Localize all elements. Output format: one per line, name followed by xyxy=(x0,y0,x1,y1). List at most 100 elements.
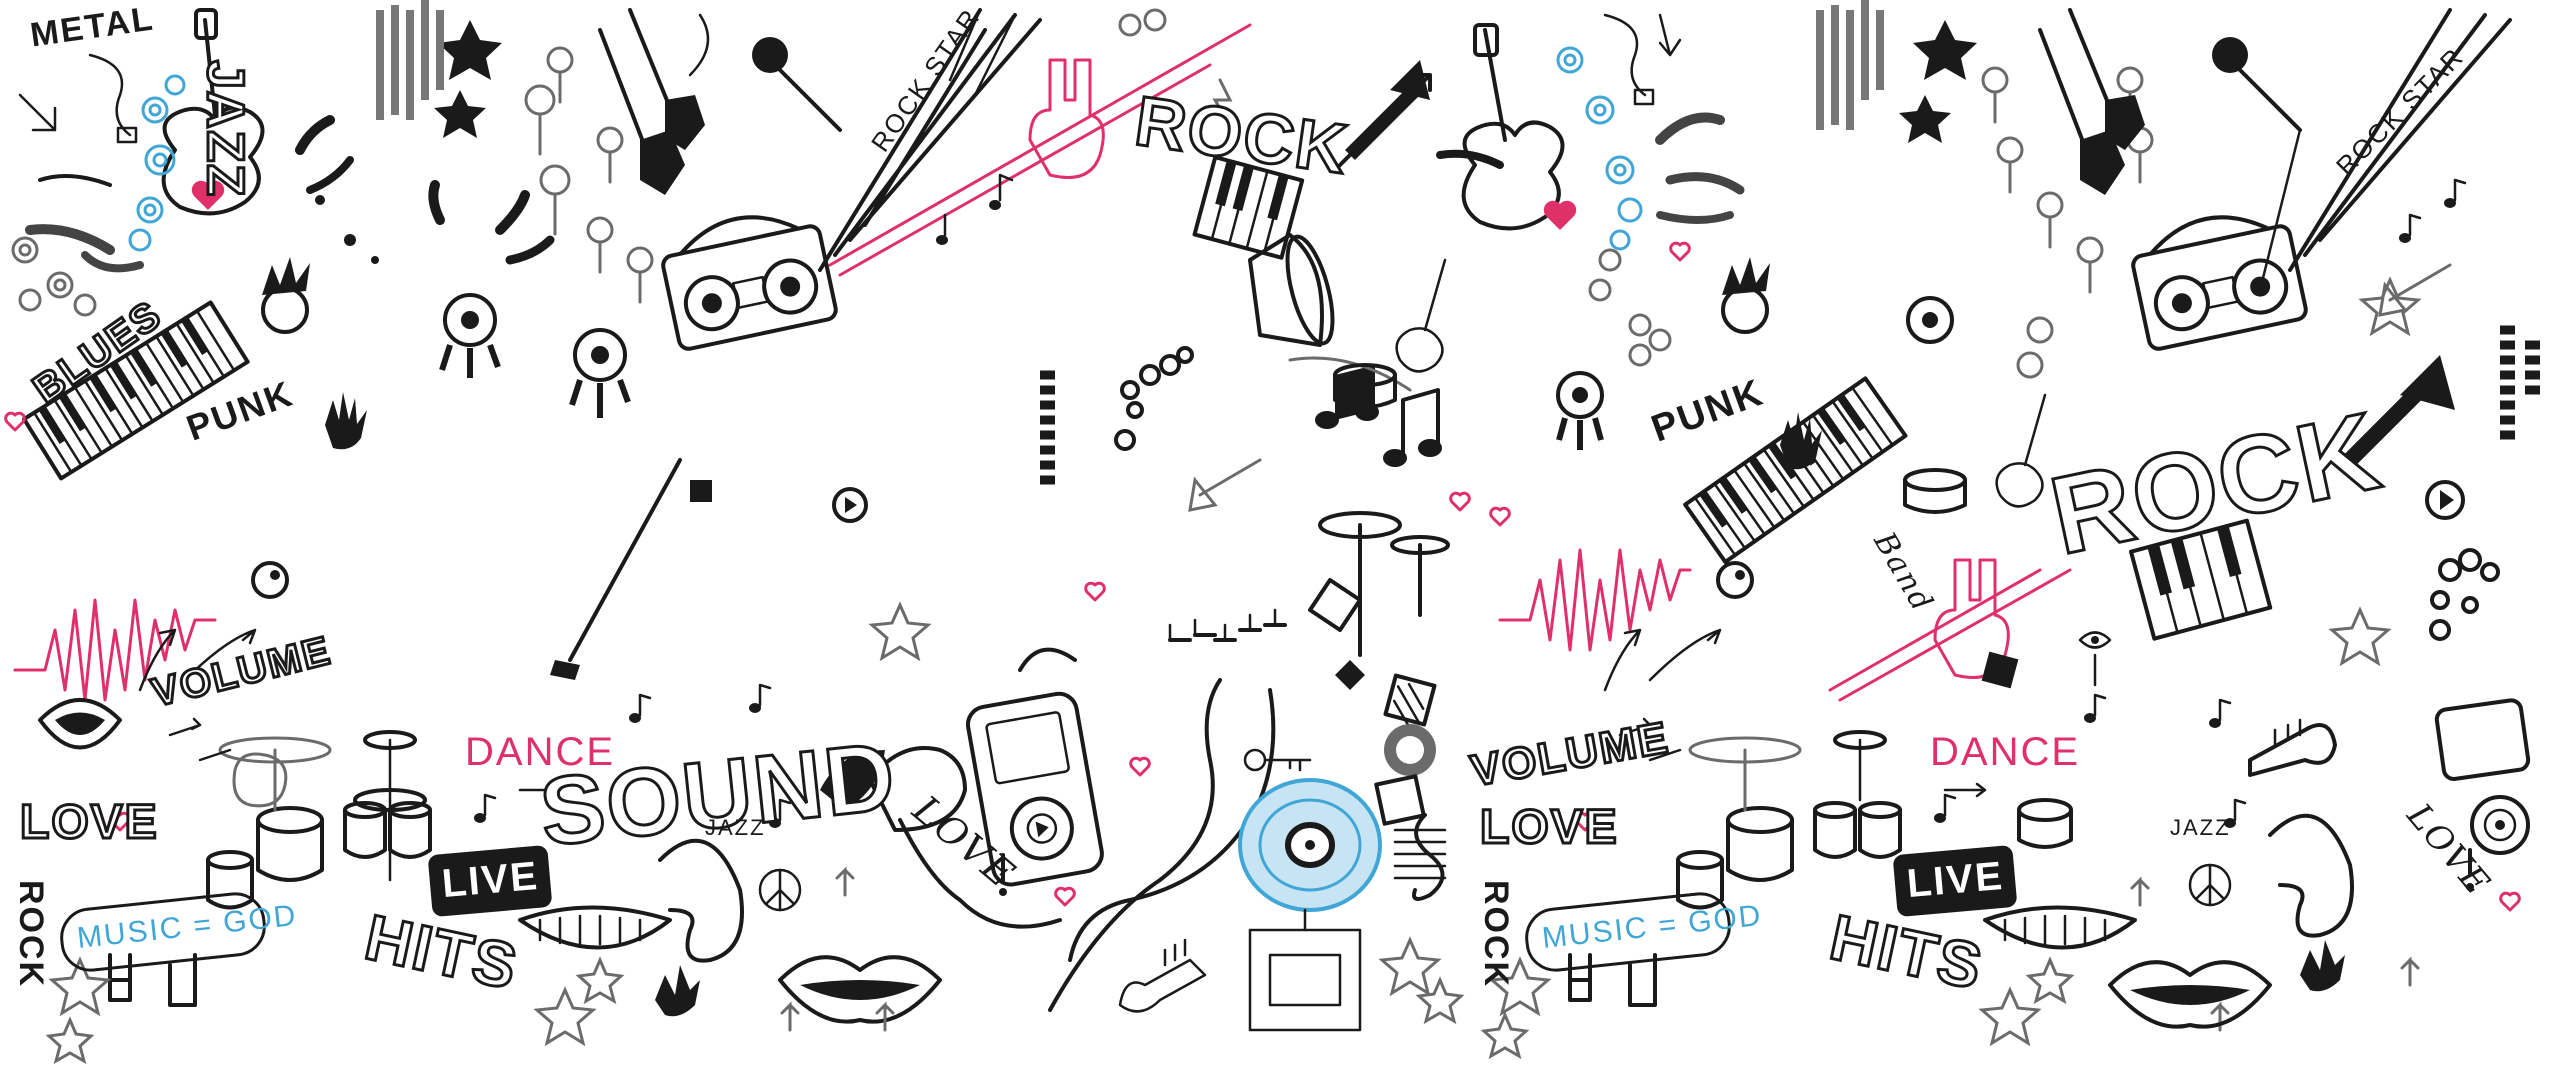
level-meter-icon xyxy=(2500,325,2540,440)
heart-icon xyxy=(4,411,1511,907)
punk-head-icon xyxy=(1721,257,1770,334)
ear-icon xyxy=(658,838,744,963)
ear-icon xyxy=(2268,813,2354,938)
piano-keyboard-icon xyxy=(2129,518,2273,641)
label-jazz-small: JAZZ xyxy=(705,815,766,840)
drum-kit-icon xyxy=(1903,468,1967,514)
eye-splat-icon xyxy=(439,293,631,418)
saxophone-icon xyxy=(820,608,1287,1012)
patterned-squares xyxy=(1374,673,1437,826)
arrow-icon xyxy=(168,717,895,1032)
grin-icon xyxy=(1983,905,2137,950)
laser-lines xyxy=(828,23,1252,277)
trumpet-icon xyxy=(1118,938,1207,1013)
microphone-icon xyxy=(688,13,842,132)
square-mark xyxy=(690,480,712,502)
boombox-icon xyxy=(661,215,838,351)
arrow-icon xyxy=(18,93,57,132)
key-icon xyxy=(1243,748,1312,772)
label-dance-right: DANCE xyxy=(1930,730,2081,774)
vinyl-record-icon xyxy=(1238,778,1382,912)
drum-kit-icon xyxy=(1333,363,1397,409)
light-beams xyxy=(2288,8,2512,272)
label-live: LIVE xyxy=(440,853,541,907)
heartbeat-line xyxy=(13,598,217,702)
hand-icon xyxy=(1780,412,1822,470)
piano-keyboard-icon xyxy=(1192,155,1305,260)
treble-clef-icon xyxy=(1393,813,1447,901)
microphone-icon xyxy=(2212,37,2302,292)
heartbeat-line xyxy=(1498,548,1692,652)
label-jazz: JAZZ xyxy=(195,59,256,200)
label-jazz-small-right: JAZZ xyxy=(2170,815,2231,840)
live-badge: LIVE xyxy=(427,844,553,918)
vinyl-record-icon xyxy=(2470,795,2530,855)
splash-strokes xyxy=(1436,112,1745,224)
swirl-icon xyxy=(128,74,186,252)
play-icon xyxy=(2425,480,2465,520)
lips-icon xyxy=(38,698,122,750)
eye-splat-icon xyxy=(2078,631,2112,687)
rock-hand-icon xyxy=(655,965,700,1017)
speaker-bars xyxy=(376,0,444,120)
exclaim-mark xyxy=(2466,848,2474,891)
music-note-icon xyxy=(1934,178,2467,828)
star-icon xyxy=(45,20,1465,1065)
label-dance: DANCE xyxy=(465,730,616,774)
splash-strokes xyxy=(25,115,354,273)
arrow-icon xyxy=(2334,355,2455,476)
swirl-icon xyxy=(1556,46,1643,251)
electric-guitar-icon xyxy=(161,8,265,216)
exclaim-mark xyxy=(999,853,1007,896)
electric-guitar-icon xyxy=(1188,458,1262,512)
peace-sign-icon xyxy=(2188,863,2232,907)
arrow-icon xyxy=(1333,60,1432,172)
rock-hand-icon xyxy=(1568,940,2345,1007)
arrow-icon xyxy=(1603,628,2420,1032)
lips-icon xyxy=(778,955,942,1024)
headphones-icon xyxy=(1118,8,1167,37)
rock-hand-icon xyxy=(1028,58,1105,179)
label-rock-vertical: ROCK xyxy=(12,880,50,989)
electric-guitar-icon xyxy=(2378,263,2452,317)
dots-pattern xyxy=(2429,548,2500,641)
peace-sign-icon xyxy=(758,868,802,912)
trumpet-icon xyxy=(2248,718,2337,777)
play-icon xyxy=(832,487,868,523)
swirl-icon xyxy=(524,46,654,304)
boombox-icon xyxy=(2131,215,2308,351)
mp3-player-icon xyxy=(2434,698,2531,781)
arrow-icon xyxy=(138,628,257,692)
acoustic-guitar-icon xyxy=(1395,258,1447,373)
grin-icon xyxy=(518,905,672,950)
cymbal-icon xyxy=(1308,511,1450,690)
headphones-icon xyxy=(1018,647,1077,672)
rock-hand-icon xyxy=(1828,558,2072,702)
label-live-right: LIVE xyxy=(1905,853,2006,907)
level-meter-icon xyxy=(1040,370,1055,485)
circle-pattern xyxy=(11,236,97,317)
piano-keyboard-icon xyxy=(21,300,250,481)
lips-icon xyxy=(2108,960,2272,1029)
circle-pattern xyxy=(1588,248,2054,379)
mp3-player-icon xyxy=(965,691,1104,887)
radio-box-icon xyxy=(1248,908,1362,1032)
ink-splats xyxy=(315,180,555,265)
eye-splat-icon xyxy=(1556,296,1954,450)
fist-icon xyxy=(232,752,288,808)
cable-plug-icon xyxy=(1603,13,1682,106)
label-love-right: LOVE xyxy=(1479,800,1619,856)
speaker-bars xyxy=(1816,0,1884,130)
acoustic-guitar-icon xyxy=(1995,393,2047,508)
light-beams xyxy=(818,8,1042,272)
lightning-icon xyxy=(1212,78,1233,127)
punk-head-icon xyxy=(261,257,310,334)
cable-plug-icon xyxy=(88,53,138,144)
star-icon xyxy=(1480,20,2422,1060)
rock-hand-icon xyxy=(108,953,197,1007)
microphone-stand-icon xyxy=(550,458,682,680)
piano-keyboard-icon xyxy=(1683,376,1908,564)
label-love: LOVE xyxy=(19,795,159,851)
